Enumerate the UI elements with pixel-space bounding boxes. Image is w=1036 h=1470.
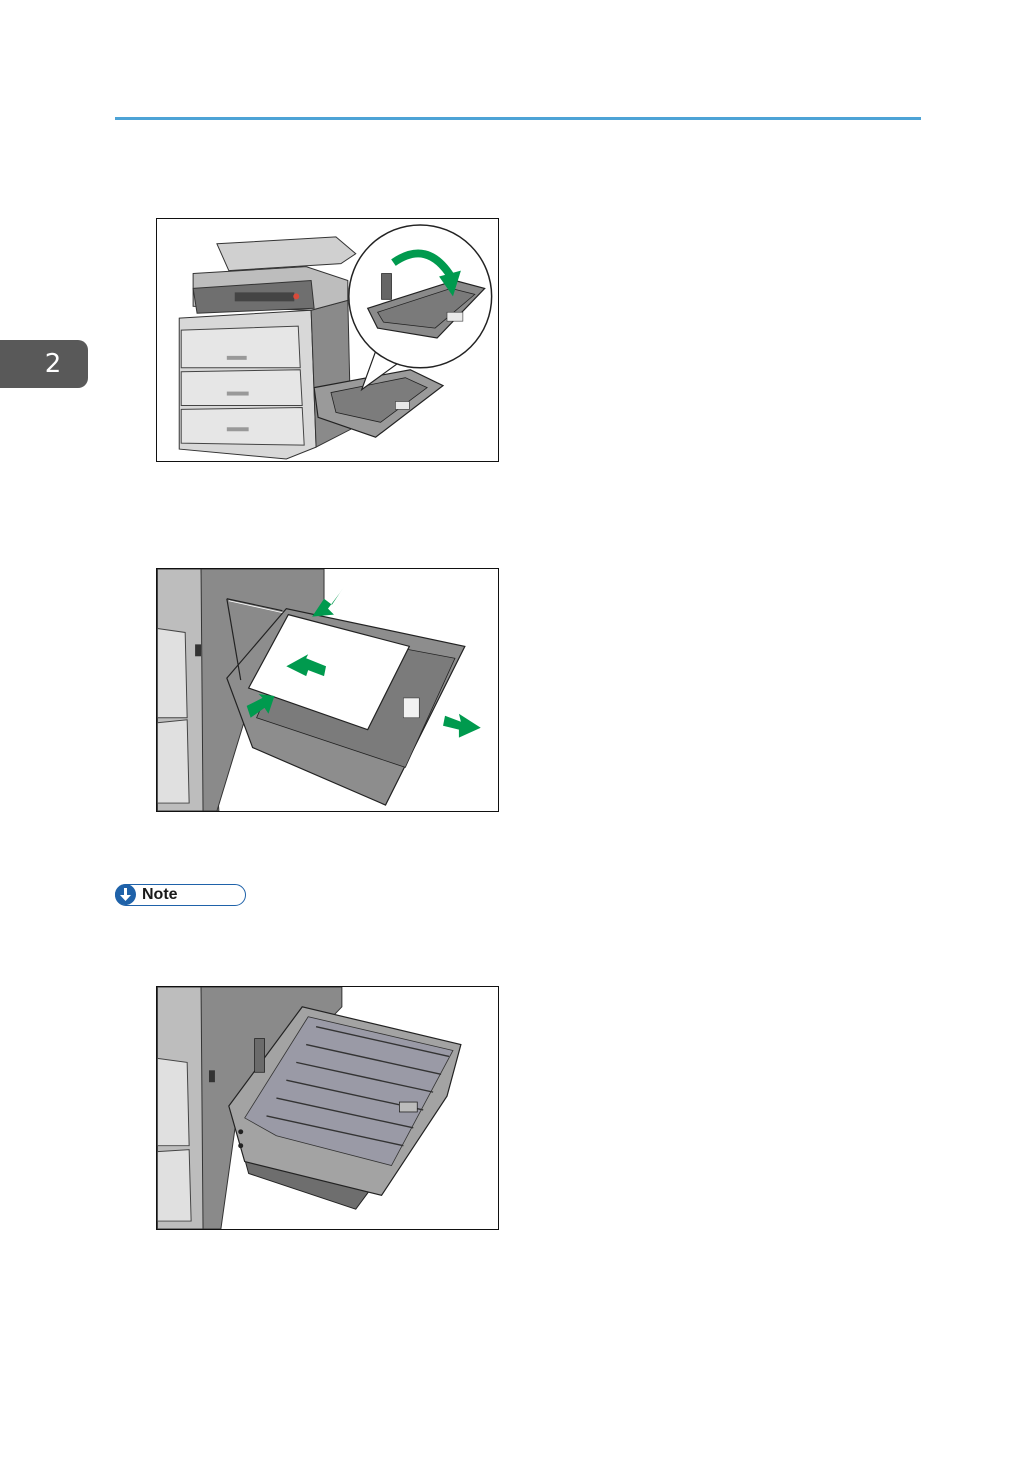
down-arrow-circle-icon bbox=[115, 884, 136, 905]
extended-tray-drawing bbox=[157, 987, 498, 1229]
note-badge: Note bbox=[115, 884, 246, 906]
header-rule bbox=[115, 117, 921, 120]
open-bypass-tray-illustration bbox=[156, 218, 499, 462]
note-label: Note bbox=[142, 885, 178, 905]
load-paper-bypass-tray-illustration bbox=[156, 568, 499, 812]
chapter-number: 2 bbox=[45, 349, 62, 379]
paper-loading-drawing bbox=[157, 569, 498, 811]
chapter-tab: 2 bbox=[0, 340, 88, 388]
bypass-tray-extended-illustration bbox=[156, 986, 499, 1230]
copier-open-tray-drawing bbox=[157, 219, 498, 461]
